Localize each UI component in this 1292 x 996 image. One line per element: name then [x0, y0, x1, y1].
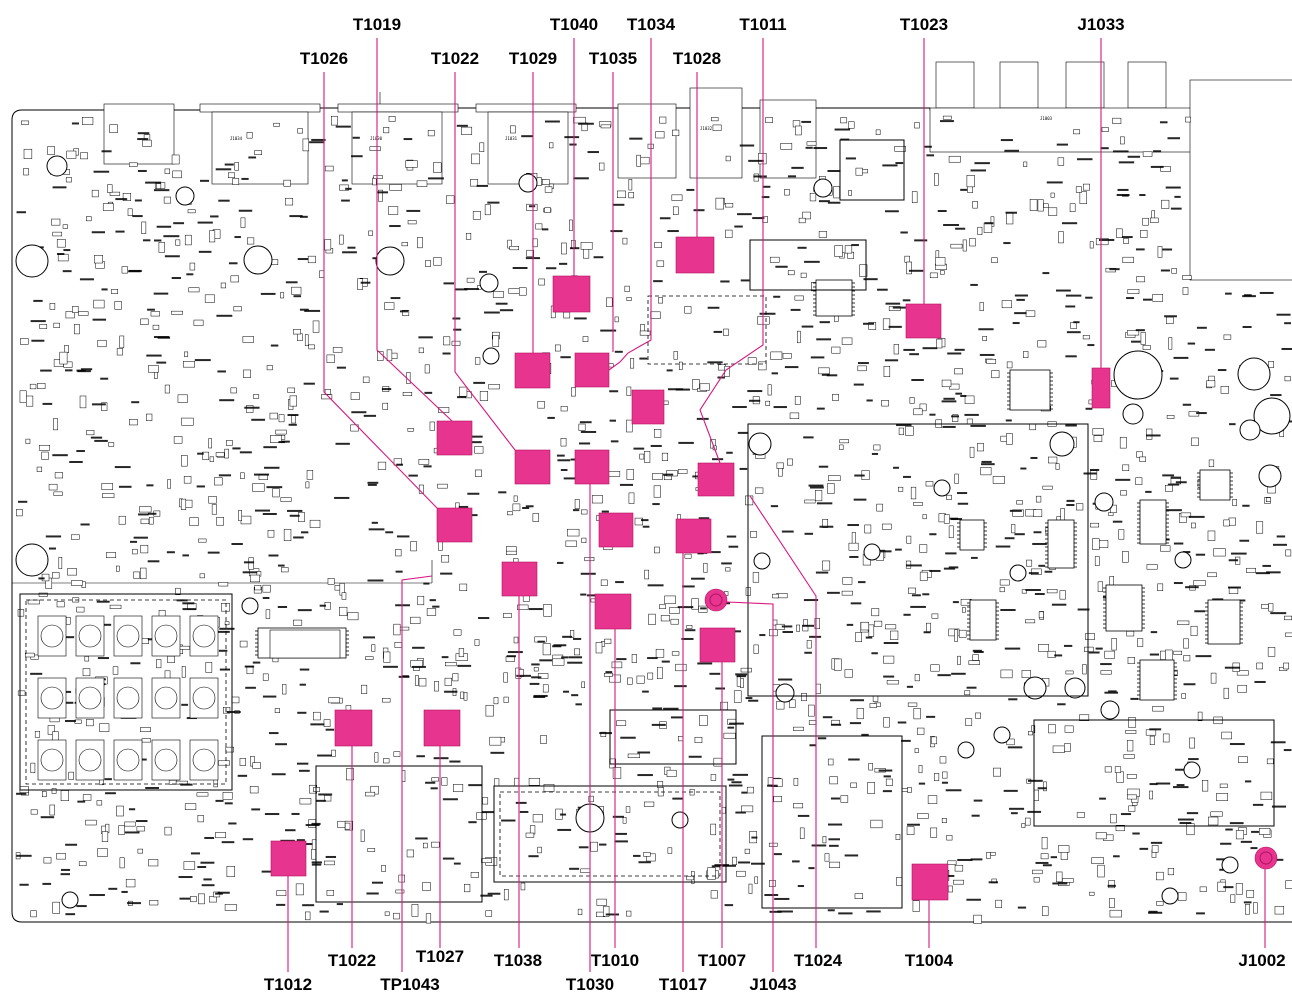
pad-t1011 — [697, 462, 735, 497]
pad-t1030-top — [574, 449, 610, 485]
label-t1023-top: T1023 — [900, 15, 948, 34]
svg-text:J1003: J1003 — [1040, 116, 1053, 121]
pad-t1017 — [675, 518, 712, 554]
label-t1024-bottom: T1024 — [794, 951, 843, 970]
callout-labels: T1019 T1040 T1034 T1011 T1023 J1033 T102… — [264, 15, 1286, 994]
pad-t1019 — [436, 420, 473, 456]
label-t1022-bottom: T1022 — [328, 951, 376, 970]
pad-t1022a — [514, 449, 551, 485]
label-j1002-bottom: J1002 — [1238, 951, 1285, 970]
label-t1022-top: T1022 — [431, 49, 479, 68]
pad-t1038 — [501, 561, 538, 597]
component-field — [15, 115, 1292, 924]
label-t1040-top: T1040 — [550, 15, 598, 34]
shield-boxes — [19, 139, 1275, 909]
pad-t1010 — [598, 512, 634, 548]
pad-t1007 — [699, 627, 736, 663]
leader-lines — [287, 38, 1266, 972]
label-t1012-bottom: T1012 — [264, 975, 312, 994]
pad-j1033 — [1091, 367, 1111, 409]
label-t1027-bottom: T1027 — [416, 947, 464, 966]
pad-j1043 — [704, 588, 728, 612]
label-j1043-bottom: J1043 — [749, 975, 796, 994]
label-t1026-top: T1026 — [300, 49, 348, 68]
pad-t1026 — [436, 507, 473, 543]
pad-t1035 — [574, 352, 610, 388]
label-t1035-top: T1035 — [589, 49, 637, 68]
top-connectors: J1034 J1030 J1031 J1032 J1003 — [103, 61, 1292, 281]
label-t1038-bottom: T1038 — [494, 951, 542, 970]
pad-t1022b — [334, 709, 373, 747]
board-outline — [11, 107, 1292, 923]
pad-t1028 — [675, 236, 715, 274]
label-t1019-top: T1019 — [353, 15, 401, 34]
label-t1030-bottom: T1030 — [566, 975, 614, 994]
label-t1007-bottom: T1007 — [698, 951, 746, 970]
pad-t1023 — [905, 303, 942, 339]
svg-text:J1032: J1032 — [700, 126, 713, 131]
label-t1017-bottom: T1017 — [659, 975, 707, 994]
pad-t1004 — [911, 863, 949, 901]
pad-t1027 — [423, 709, 461, 747]
pad-t1034 — [631, 389, 665, 425]
svg-text:J1031: J1031 — [505, 136, 518, 141]
pad-t1040 — [552, 275, 591, 313]
label-t1028-top: T1028 — [673, 49, 721, 68]
label-t1010-bottom: T1010 — [591, 951, 639, 970]
label-t1034-top: T1034 — [627, 15, 676, 34]
svg-text:J1030: J1030 — [370, 136, 383, 141]
label-t1029-top: T1029 — [509, 49, 557, 68]
label-t1004-bottom: T1004 — [905, 951, 954, 970]
highlighted-parts — [270, 236, 1278, 901]
pad-t1029 — [514, 352, 551, 389]
pad-t1030 — [594, 593, 632, 630]
label-j1033-top: J1033 — [1077, 15, 1124, 34]
label-t1011-top: T1011 — [739, 15, 786, 34]
pad-t1012 — [270, 840, 307, 877]
svg-text:J1034: J1034 — [230, 136, 243, 141]
label-tp1043-bottom: TP1043 — [380, 975, 440, 994]
pad-j1002 — [1254, 846, 1278, 870]
